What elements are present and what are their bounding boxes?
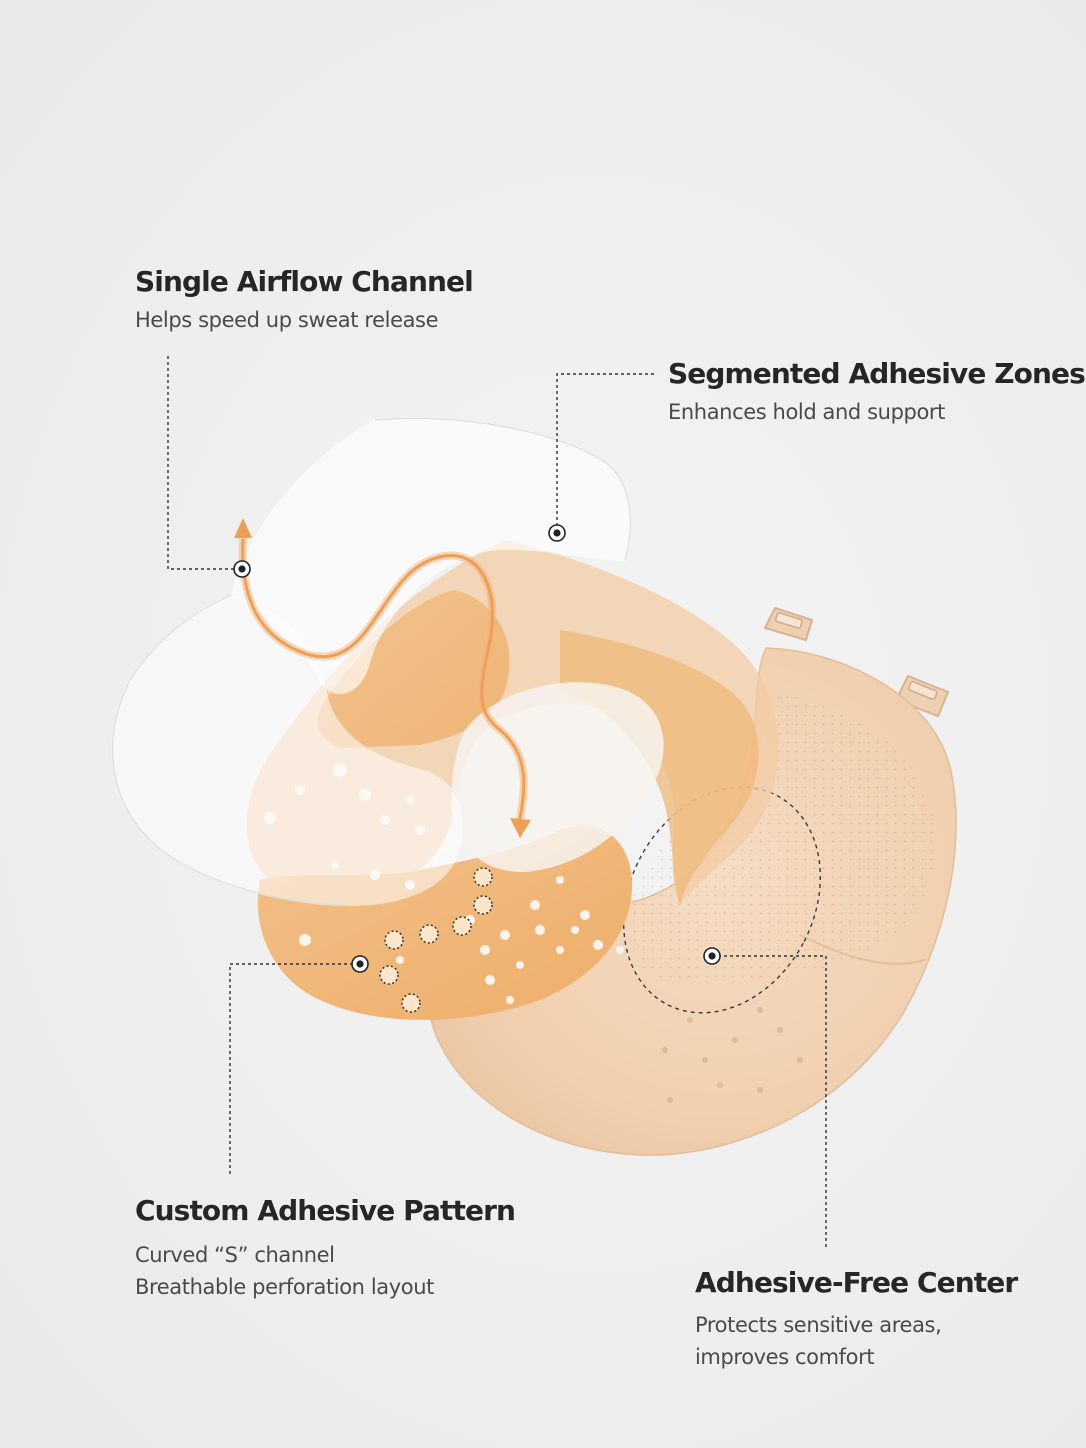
anchor-dot-custom [351,955,369,973]
callout-title: Adhesive-Free Center [695,1266,1018,1299]
airflow-channel-arrow [234,518,531,838]
callout-custom-adhesive-pattern: Custom Adhesive Pattern Curved “S” chann… [135,1193,516,1303]
callout-title: Custom Adhesive Pattern [135,1194,516,1227]
nude-bra-cup [428,606,957,1156]
adhesive-free-zone-outline [622,786,822,1014]
callout-description-line-1: Protects sensitive areas, [695,1313,942,1337]
leader-lines [167,356,827,1248]
arrow-head-up-icon [234,518,252,538]
strap-buckle-left [763,606,814,642]
callout-description-line-2: improves comfort [695,1345,875,1369]
callout-adhesive-free-center: Adhesive-Free Center Protects sensitive … [695,1265,1018,1373]
callout-description: Helps speed up sweat release [135,308,439,332]
arrow-head-down-icon [510,818,531,838]
anchor-dot-airflow [233,560,251,578]
anchor-dot-segmented [548,524,566,542]
leader-line-segmented [556,373,654,526]
strap-buckle-right [894,674,950,718]
callout-description-line-1: Curved “S” channel [135,1243,335,1267]
callout-single-airflow-channel: Single Airflow Channel Helps speed up sw… [135,264,474,336]
leader-line-custom [229,963,353,1176]
leader-line-center [718,955,827,1248]
anchor-dots [233,524,721,973]
callout-title: Single Airflow Channel [135,265,474,298]
callout-segmented-adhesive-zones: Segmented Adhesive Zones Enhances hold a… [668,356,1086,428]
anchor-dot-center [703,947,721,965]
callout-title: Segmented Adhesive Zones [668,357,1086,390]
callout-description-line-2: Breathable perforation layout [135,1275,434,1299]
leader-line-airflow [167,356,236,570]
callout-description: Enhances hold and support [668,400,945,424]
